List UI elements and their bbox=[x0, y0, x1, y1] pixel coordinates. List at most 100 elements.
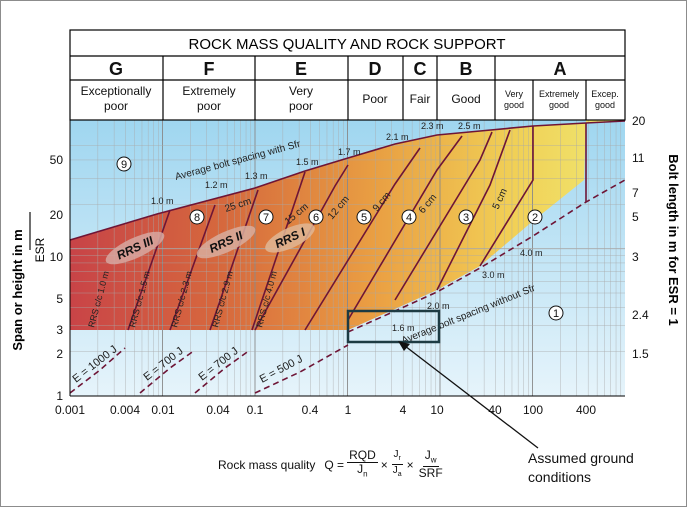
spacing-label: 1.0 m bbox=[151, 196, 174, 206]
class-desc-a3-2: good bbox=[595, 100, 615, 110]
class-desc-a3-1: Excep. bbox=[591, 89, 619, 99]
y-left-tick-label: 20 bbox=[50, 208, 64, 222]
x-tick-label: 0.004 bbox=[110, 403, 140, 417]
x-tick-label: 1 bbox=[345, 403, 352, 417]
spacing-label: 1.2 m bbox=[205, 180, 228, 190]
spacing-label: 1.6 m bbox=[392, 323, 415, 333]
y-right-tick-label: 1.5 bbox=[632, 347, 649, 361]
x-tick-label: 0.04 bbox=[206, 403, 230, 417]
spacing-label: 3.0 m bbox=[482, 270, 505, 280]
svg-text:9: 9 bbox=[121, 159, 127, 171]
class-desc-d: Poor bbox=[362, 92, 387, 106]
y-right-axis-label: Bolt length in m for ESR = 1 bbox=[666, 154, 681, 326]
header-table bbox=[69, 29, 626, 121]
formula-prefix: Rock mass quality bbox=[218, 457, 316, 472]
zone-marker-7: 7 bbox=[258, 209, 274, 225]
y-left-tick-label: 2 bbox=[56, 347, 63, 361]
class-letter-b: B bbox=[460, 59, 473, 79]
formula-times-2: × bbox=[406, 457, 414, 472]
formula-jw: Jw bbox=[422, 449, 439, 468]
svg-text:8: 8 bbox=[194, 212, 200, 224]
svg-text:4: 4 bbox=[406, 212, 412, 224]
svg-text:7: 7 bbox=[263, 212, 269, 224]
spacing-label: 2.3 m bbox=[421, 121, 444, 131]
boundary-line-energy-700b bbox=[194, 349, 251, 394]
callout-line-2: conditions bbox=[528, 469, 592, 485]
y-left-axis-label: Span or height in m bbox=[10, 229, 25, 350]
class-letter-c: C bbox=[414, 59, 427, 79]
assumed-conditions-box bbox=[346, 309, 441, 344]
class-letter-e: E bbox=[295, 59, 307, 79]
x-tick-label: 100 bbox=[523, 403, 543, 417]
boundary-line-25cm bbox=[254, 164, 349, 331]
formula-jw-fraction: Jw SRF bbox=[417, 449, 445, 480]
svg-text:6: 6 bbox=[313, 212, 319, 224]
formula-ja: Ja bbox=[392, 465, 402, 479]
x-tick-label: 4 bbox=[400, 403, 407, 417]
zone-marker-5: 5 bbox=[356, 209, 372, 225]
assumed-ground-conditions-callout: Assumed ground conditions bbox=[528, 449, 634, 487]
formula-q: Q = bbox=[324, 457, 345, 472]
boundary-line-rrs3 bbox=[127, 209, 171, 331]
svg-text:3: 3 bbox=[463, 212, 469, 224]
boundary-line-12cm bbox=[347, 135, 463, 321]
zone-marker-8: 8 bbox=[189, 209, 205, 225]
class-letter-d: D bbox=[369, 59, 382, 79]
class-desc-e-1: Very bbox=[289, 84, 313, 98]
formula-rqd: RQD bbox=[347, 448, 378, 463]
class-desc-a2-2: good bbox=[549, 100, 569, 110]
boundary-line-energy-1000 bbox=[69, 347, 126, 394]
spacing-label: 1.3 m bbox=[245, 171, 268, 181]
class-desc-g-1: Exceptionally bbox=[81, 84, 152, 98]
x-tick-label: 0.01 bbox=[151, 403, 175, 417]
zone-marker-3: 3 bbox=[458, 209, 474, 225]
class-desc-c: Fair bbox=[410, 92, 431, 106]
y-left-tick-label: 1 bbox=[56, 389, 63, 403]
x-tick-label: 0.4 bbox=[302, 403, 319, 417]
class-desc-a1-1: Very bbox=[505, 89, 524, 99]
spacing-label: 2.0 m bbox=[427, 301, 450, 311]
zone-marker-2: 2 bbox=[527, 209, 543, 225]
zone-marker-6: 6 bbox=[308, 209, 324, 225]
x-tick-label: 400 bbox=[576, 403, 596, 417]
formula-rqd-fraction: RQD Jn bbox=[347, 449, 378, 480]
class-desc-b: Good bbox=[451, 92, 480, 106]
formula-jn: Jn bbox=[357, 462, 368, 479]
spacing-label: 2.5 m bbox=[458, 121, 481, 131]
y-right-tick-label: 3 bbox=[632, 250, 639, 264]
y-right-tick-label: 5 bbox=[632, 210, 639, 224]
boundary-line-rrs2 bbox=[169, 204, 216, 331]
y-left-tick-label: 50 bbox=[50, 153, 64, 167]
class-desc-a1-2: good bbox=[504, 100, 524, 110]
zone-marker-9: 9 bbox=[116, 156, 132, 172]
formula-times-1: × bbox=[380, 457, 388, 472]
boundary-line-15cm bbox=[304, 147, 421, 331]
x-tick-label: 0.001 bbox=[55, 403, 85, 417]
class-letter-g: G bbox=[109, 59, 123, 79]
formula-jr: Jr bbox=[391, 449, 403, 466]
y-left-tick-label: 10 bbox=[50, 250, 64, 264]
boundary-line-9cm bbox=[394, 131, 493, 301]
svg-text:2: 2 bbox=[532, 212, 538, 224]
y-left-tick-label: 3 bbox=[56, 323, 63, 337]
callout-arrow-line bbox=[404, 345, 539, 449]
class-desc-a2-1: Extremely bbox=[539, 89, 580, 99]
class-letter-a: A bbox=[554, 59, 567, 79]
class-desc-f-1: Extremely bbox=[182, 84, 235, 98]
formula-jr-fraction: Jr Ja bbox=[391, 449, 404, 480]
boundary-line-6cm bbox=[436, 129, 511, 291]
formula-srf: SRF bbox=[418, 466, 443, 481]
y-left-tick-label: 5 bbox=[56, 292, 63, 306]
y-right-tick-label: 20 bbox=[632, 114, 646, 128]
boundary-line-5cm bbox=[479, 126, 534, 267]
x-tick-label: 10 bbox=[430, 403, 444, 417]
x-tick-label: 0.1 bbox=[247, 403, 264, 417]
spacing-label: 1.7 m bbox=[338, 147, 361, 157]
spacing-label: 1.5 m bbox=[296, 157, 319, 167]
callout-arrow-head bbox=[398, 341, 410, 351]
svg-text:1: 1 bbox=[553, 308, 559, 320]
chart-title: ROCK MASS QUALITY AND ROCK SUPPORT bbox=[188, 36, 505, 53]
boundary-line-rrs1a bbox=[209, 189, 259, 331]
svg-text:5: 5 bbox=[361, 212, 367, 224]
